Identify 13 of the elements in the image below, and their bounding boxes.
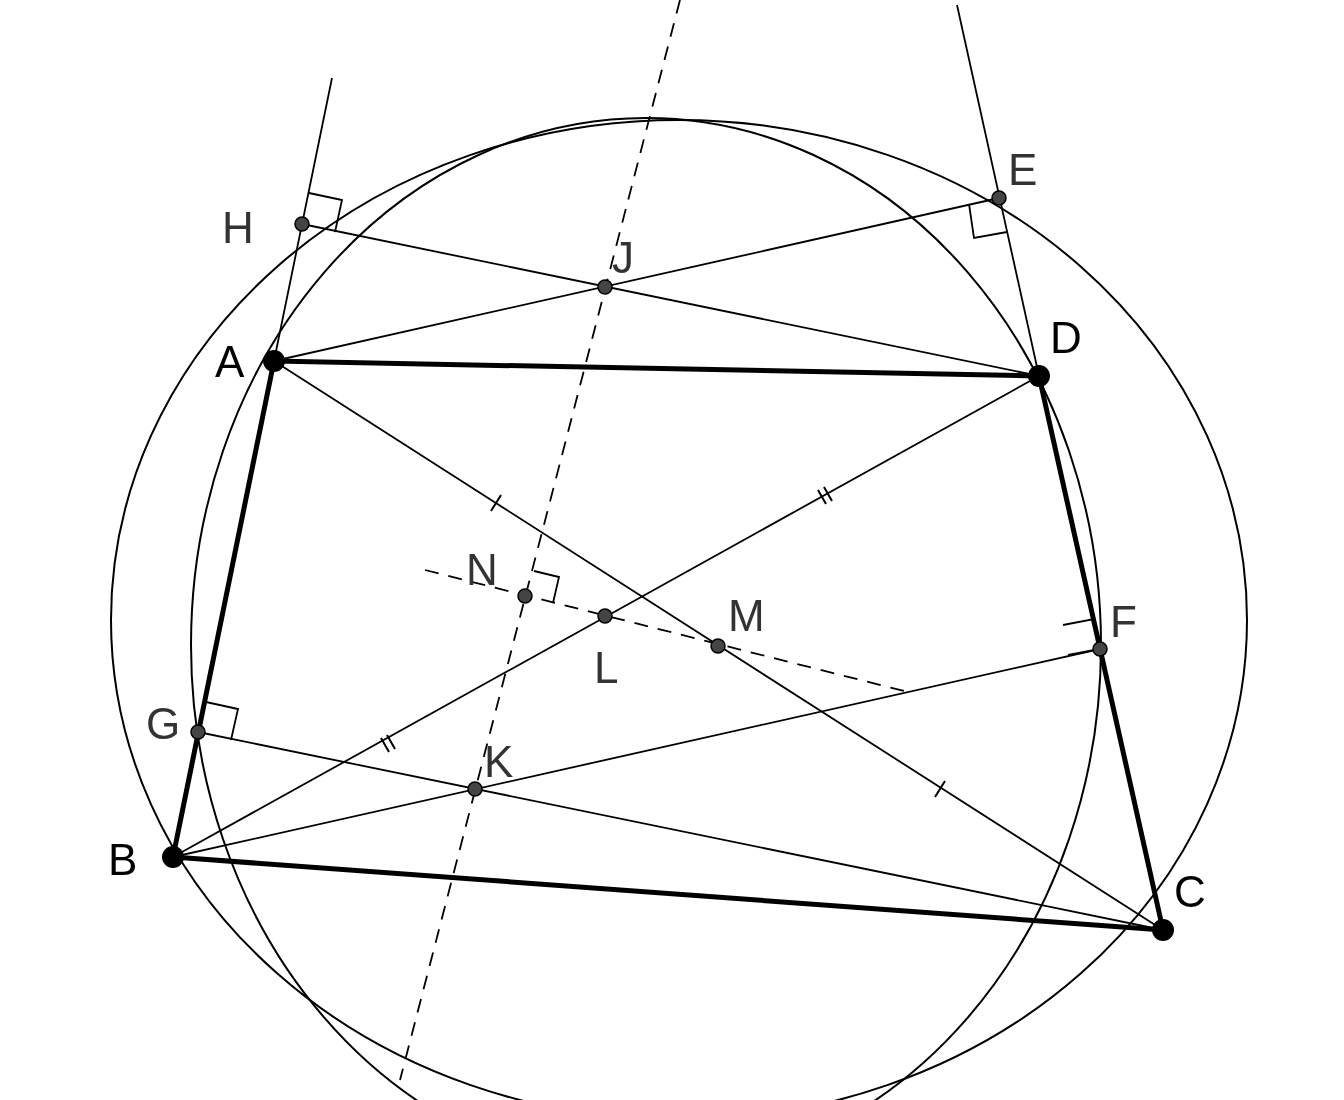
- point-label: E: [1008, 148, 1038, 192]
- point-label: D: [1050, 316, 1082, 360]
- point-label: G: [146, 702, 181, 746]
- point-label: F: [1110, 600, 1137, 644]
- point-label: M: [728, 594, 765, 638]
- point-label: N: [466, 548, 498, 592]
- point-label: A: [215, 340, 245, 384]
- point-label: J: [612, 236, 634, 280]
- point-label: H: [222, 206, 254, 250]
- point-label: B: [108, 838, 138, 882]
- point-label: C: [1174, 870, 1206, 914]
- point-label: K: [484, 740, 514, 784]
- point-label: L: [594, 646, 619, 690]
